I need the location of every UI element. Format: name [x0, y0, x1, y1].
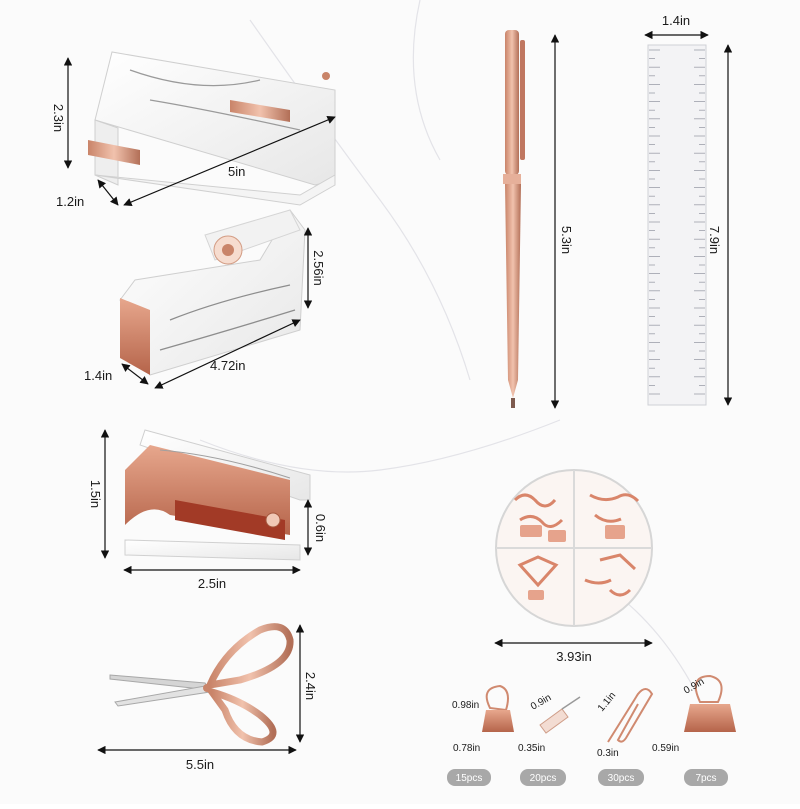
staple-remover-length-label: 2.5in: [198, 576, 226, 591]
tape-dispenser-width-arrow: 1.4in: [84, 363, 149, 385]
paper-clip-length-label: 1.1in: [596, 690, 618, 714]
binder-clip-large-width-label: 0.9in: [682, 676, 706, 696]
pen-length-label: 5.3in: [559, 226, 574, 254]
stapler: [88, 51, 336, 206]
quantity-pill-paper-clip: 30pcs: [598, 769, 644, 786]
tape-dispenser-height-label: 2.56in: [311, 250, 326, 285]
quantity-pill-push-pin: 20pcs: [520, 769, 566, 786]
scissors-height-arrow: 2.4in: [295, 624, 318, 743]
quantity-push-pin: 20pcs: [530, 773, 557, 784]
paper-clip: 1.1in 0.3in: [596, 688, 654, 759]
stapler-width-label: 1.2in: [56, 194, 84, 209]
ruler-width-label: 1.4in: [662, 13, 690, 28]
binder-clip-small-width-label: 0.98in: [452, 700, 479, 711]
quantity-binder-clip-small: 15pcs: [456, 773, 483, 784]
scissors-length-arrow: 5.5in: [97, 745, 297, 772]
clip-case-diameter-label: 3.93in: [556, 649, 591, 664]
quantity-pill-binder-clip-small: 15pcs: [447, 769, 491, 786]
staple-remover-depth-label: 0.6in: [313, 514, 328, 542]
stapler-length-label: 5in: [228, 164, 245, 179]
ruler-width-arrow: 1.4in: [644, 13, 709, 40]
stapler-height-arrow: 2.3in: [51, 57, 73, 169]
binder-clip-small: 0.98in 0.78in: [452, 684, 514, 754]
tape-dispenser: [119, 209, 306, 376]
push-pin: 0.9in 0.35in: [518, 692, 581, 754]
ruler-length-arrow: 7.9in: [707, 44, 733, 406]
binder-clip-large: 0.9in 0.59in: [652, 674, 736, 754]
stapler-width-arrow: 1.2in: [56, 179, 119, 209]
ruler-length-label: 7.9in: [707, 226, 722, 254]
staple-remover-height-arrow: 1.5in: [88, 429, 110, 559]
staple-remover-depth-arrow: 0.6in: [303, 499, 328, 556]
staple-remover-length-arrow: 2.5in: [123, 565, 301, 591]
ruler: [647, 44, 707, 406]
scissors: [109, 623, 294, 746]
tape-dispenser-length-arrow: 4.72in: [154, 319, 301, 389]
push-pin-length-label: 0.9in: [529, 692, 553, 712]
push-pin-head-label: 0.35in: [518, 743, 545, 754]
stapler-height-label: 2.3in: [51, 104, 66, 132]
paper-clip-width-label: 0.3in: [597, 748, 619, 759]
staple-remover-height-label: 1.5in: [88, 480, 103, 508]
pen: [503, 30, 525, 408]
tape-dispenser-length-label: 4.72in: [210, 358, 245, 373]
quantity-paper-clip: 30pcs: [608, 773, 635, 784]
stapler-length-arrow: 5in: [123, 116, 336, 206]
quantity-binder-clip-large: 7pcs: [695, 773, 716, 784]
binder-clip-small-height-label: 0.78in: [453, 743, 480, 754]
scissors-length-label: 5.5in: [186, 757, 214, 772]
clip-case: [495, 469, 653, 627]
scissors-height-label: 2.4in: [303, 672, 318, 700]
tape-dispenser-height-arrow: 2.56in: [303, 227, 326, 309]
binder-clip-large-height-label: 0.59in: [652, 743, 679, 754]
ruler-tick-marks: [649, 49, 705, 395]
clip-case-diameter-arrow: 3.93in: [494, 638, 653, 664]
quantity-pill-binder-clip-large: 7pcs: [684, 769, 728, 786]
staple-remover: [124, 429, 311, 561]
tape-dispenser-width-label: 1.4in: [84, 368, 112, 383]
pen-length-arrow: 5.3in: [550, 34, 574, 409]
